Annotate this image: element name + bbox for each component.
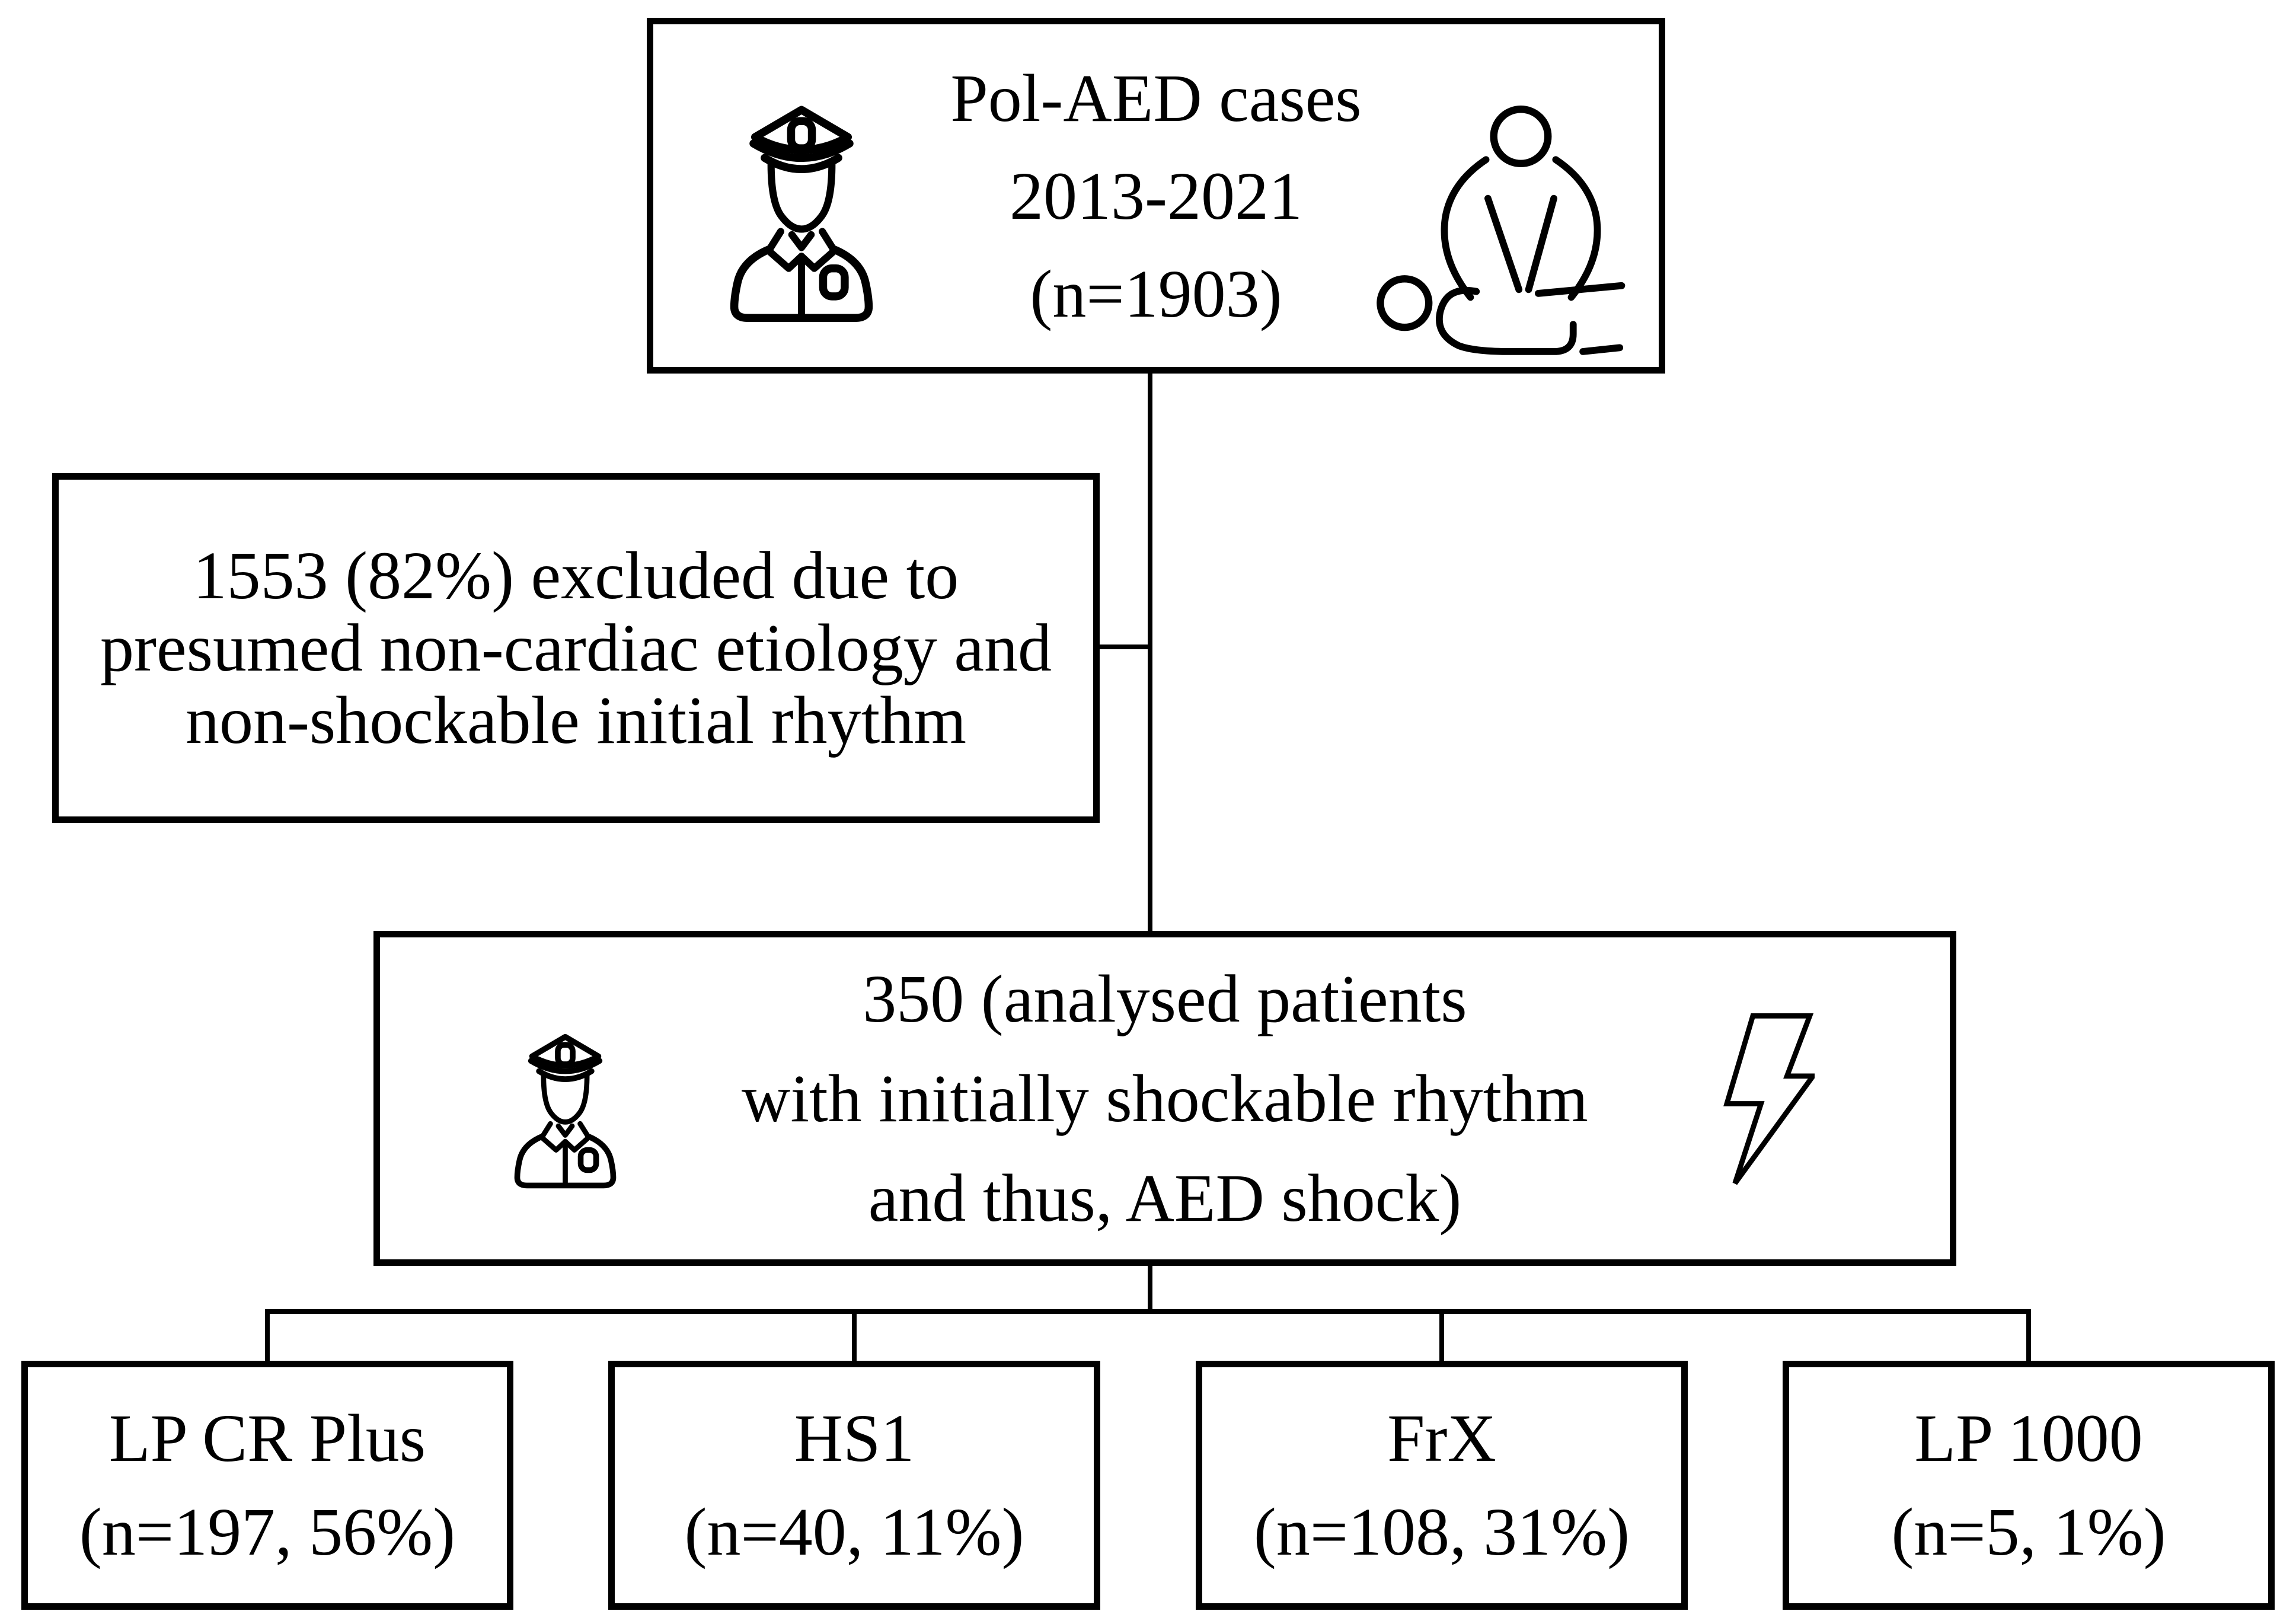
device-box-lp-1000: LP 1000 (n=5, 1%): [1783, 1361, 2275, 1610]
top-box-pol-aed-cases: Pol-AED cases 2013-2021 (n=1903): [647, 18, 1665, 374]
analysed-patients-box: 350 (analysed patients with initially sh…: [373, 931, 1956, 1266]
exclusion-line-3: non-shockable initial rhythm: [185, 682, 967, 758]
drop-line-hs1: [852, 1312, 857, 1364]
device-count: (n=197, 56%): [79, 1494, 456, 1569]
top-box-line-2: 2013-2021: [1010, 158, 1302, 234]
drop-line-lp-1000: [2026, 1312, 2031, 1364]
drop-line-frx: [1439, 1312, 1444, 1364]
device-label: LP CR Plus: [108, 1400, 426, 1476]
device-distribution-line: [265, 1309, 2031, 1314]
top-box-line-1: Pol-AED cases: [950, 60, 1362, 136]
device-label: HS1: [794, 1400, 915, 1476]
connector-analysed-to-devices: [1148, 1264, 1152, 1314]
analysed-line-2: with initially shockable rhythm: [742, 1060, 1588, 1136]
device-label: LP 1000: [1914, 1400, 2143, 1476]
cpr-compressions-icon: [1374, 92, 1626, 374]
device-count: (n=40, 11%): [684, 1494, 1024, 1569]
device-count: (n=5, 1%): [1891, 1494, 2166, 1569]
connector-exclusion-branch: [1097, 645, 1150, 649]
drop-line-lp-cr-plus: [265, 1312, 270, 1364]
exclusion-line-2: presumed non-cardiac etiology and: [100, 610, 1052, 685]
police-officer-icon: [507, 1032, 623, 1192]
exclusion-line-1: 1553 (82%) excluded due to: [193, 538, 959, 613]
device-count: (n=108, 31%): [1253, 1494, 1630, 1569]
device-box-lp-cr-plus: LP CR Plus (n=197, 56%): [21, 1361, 513, 1610]
lightning-bolt-icon: [1714, 1006, 1815, 1195]
analysed-line-1: 350 (analysed patients: [863, 961, 1467, 1036]
analysed-line-3: and thus, AED shock): [868, 1160, 1462, 1236]
top-box-line-3: (n=1903): [1030, 256, 1282, 331]
police-officer-icon: [721, 98, 882, 333]
device-label: FrX: [1387, 1400, 1496, 1476]
device-box-frx: FrX (n=108, 31%): [1196, 1361, 1688, 1610]
exclusion-box: 1553 (82%) excluded due to presumed non-…: [52, 473, 1100, 823]
connector-top-to-analysed: [1148, 371, 1152, 934]
device-box-hs1: HS1 (n=40, 11%): [608, 1361, 1100, 1610]
